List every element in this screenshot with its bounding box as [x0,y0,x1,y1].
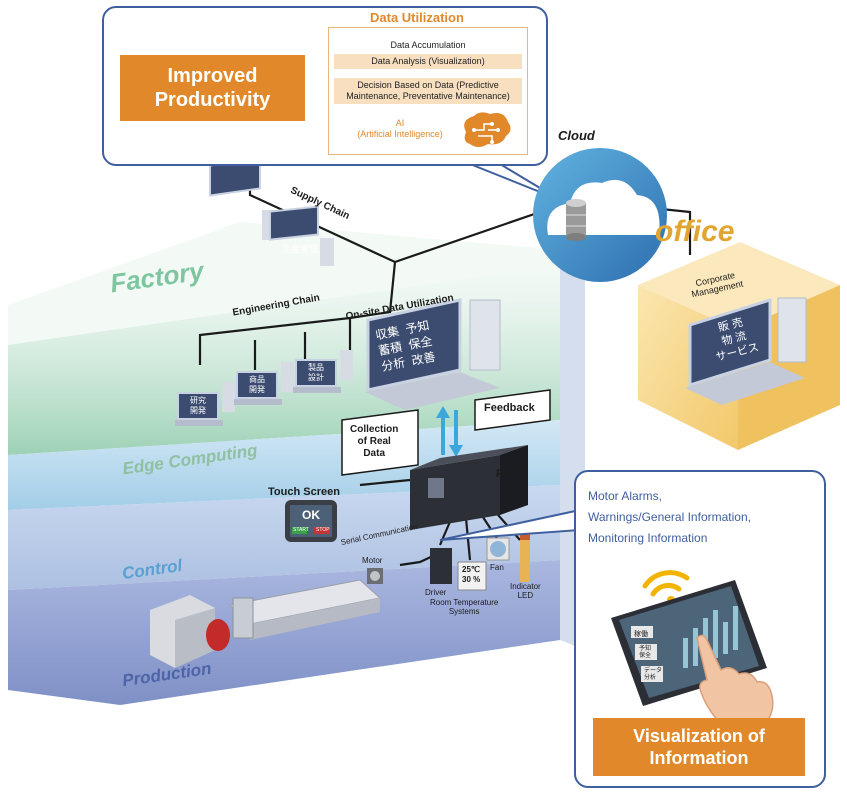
ai-label: AI (Artificial Intelligence) [340,118,460,140]
supply-pc1-text: 受発注 [222,202,250,212]
visualization-line2: Information [649,748,749,768]
feedback-label: Feedback [484,402,535,414]
motor-device [367,568,383,584]
visualization-banner: Visualization of Information [593,718,805,776]
ok-text: OK [302,508,320,522]
tablet-btn1 [631,626,653,638]
room-temp-label: Room Temperature Systems [430,598,498,616]
office-zone-label: office [655,215,735,248]
decision-based-label: Decision Based on Data (Predictive Maint… [334,78,522,104]
data-accumulation-label: Data Accumulation [390,40,466,50]
linear-actuator [228,579,382,640]
start-text: START [293,527,309,533]
tablet-btn2 [635,644,657,660]
indicator-line1: Indicator [510,582,541,591]
stop-text: STOP [316,527,330,533]
onsite-laptop [365,298,501,410]
temp-readout: 25℃ 30 % [462,565,480,585]
supply-pc-2 [269,205,334,266]
indicator-label: Indicator LED [510,582,541,600]
room-temp-line1: Room Temperature [430,598,499,607]
tablet-btn3-label: データ 分析 [644,668,662,682]
improved-productivity-banner: Improved Productivity [120,55,305,121]
onsite-screen-text: 収集 予知 蓄積 保全 分析 改善 [374,317,437,375]
ai-line1: AI [395,118,405,128]
eng-pc3-line1: 製品 [308,363,324,372]
hand-pointer-icon [696,634,774,718]
plc-label: PLC [496,468,518,480]
eng-pc2-text: 商品 開発 [249,375,265,395]
touch-screen-device [285,500,337,542]
eng-pc1-line1: 研究 [190,396,206,405]
supply-pc2-text: 生産管理 [282,244,319,254]
engineering-pc-3 [293,350,353,393]
indicator-line2: LED [517,591,534,600]
fan-device [486,537,510,561]
cloud-ai-text: AI [595,198,623,229]
decision-line2: Maintenance, Preventative Maintenance) [346,91,510,101]
data-utilization-title: Data Utilization [370,10,464,25]
monitoring-line2: Warnings/General Information, [588,510,751,524]
fan-label: Fan [490,563,504,572]
tablet-btn1-label: 稼働 [634,631,648,638]
tablet-btn3-line2: 分析 [644,675,657,681]
database-icon [566,199,586,241]
room-temp-line2: Systems [448,607,480,616]
monitoring-info-text: Motor Alarms, Warnings/General Informati… [588,486,751,549]
ai-line2: (Artificial Intelligence) [357,129,443,139]
plc-device [410,445,528,530]
cloud-label: Cloud [558,128,595,143]
visualization-line1: Visualization of [633,726,765,746]
collection-line3: Data [363,448,386,459]
data-analysis-label: Data Analysis (Visualization) [334,54,522,69]
collection-callout [341,409,419,476]
room-temp-device [457,561,487,591]
office-top [638,242,840,330]
data-flow-arrows [436,406,463,457]
driver-device [430,548,452,584]
tablet-btn3 [641,666,663,682]
tablet-btn3-line1: データ [644,668,663,674]
indicator-led-device [520,530,530,582]
collection-line2: of Real [357,436,391,447]
eng-pc2-line2: 開発 [249,385,265,394]
eng-pc3-line2: 設計 [308,373,324,382]
tablet-btn2-label: 予知 保全 [639,646,651,660]
decision-line1: Decision Based on Data (Predictive [357,80,499,90]
feedback-callout [474,389,551,431]
collection-line1: Collection [350,424,399,435]
engineering-pc-2 [234,362,294,405]
tablet-illustration [611,570,774,718]
tablet-btn2-line1: 予知 [639,646,652,652]
temp2: 30 % [462,575,481,584]
collection-label: Collection of Real Data [350,424,398,460]
brain-circuit-icon [464,112,511,147]
eng-pc1-text: 研究 開発 [190,396,206,416]
monitoring-line3: Monitoring Information [588,531,708,545]
touch-screen-label: Touch Screen [268,486,340,498]
driver-label: Driver [425,588,447,597]
eng-pc1-line2: 開発 [190,406,206,415]
engineering-pc-1 [175,382,235,426]
eng-pc2-line1: 商品 [249,375,265,384]
improved-productivity-line1: Improved [167,65,258,87]
improved-productivity-line2: Productivity [154,89,271,111]
temp1: 25℃ [462,565,480,574]
office-laptop [685,297,807,405]
production-block [150,595,230,668]
eng-pc3-text: 製品 設計 [308,363,324,383]
motor-label: Motor [362,556,383,565]
monitoring-line1: Motor Alarms, [588,489,663,503]
wifi-icon [642,570,690,597]
tablet-btn2-line2: 保全 [639,653,652,659]
